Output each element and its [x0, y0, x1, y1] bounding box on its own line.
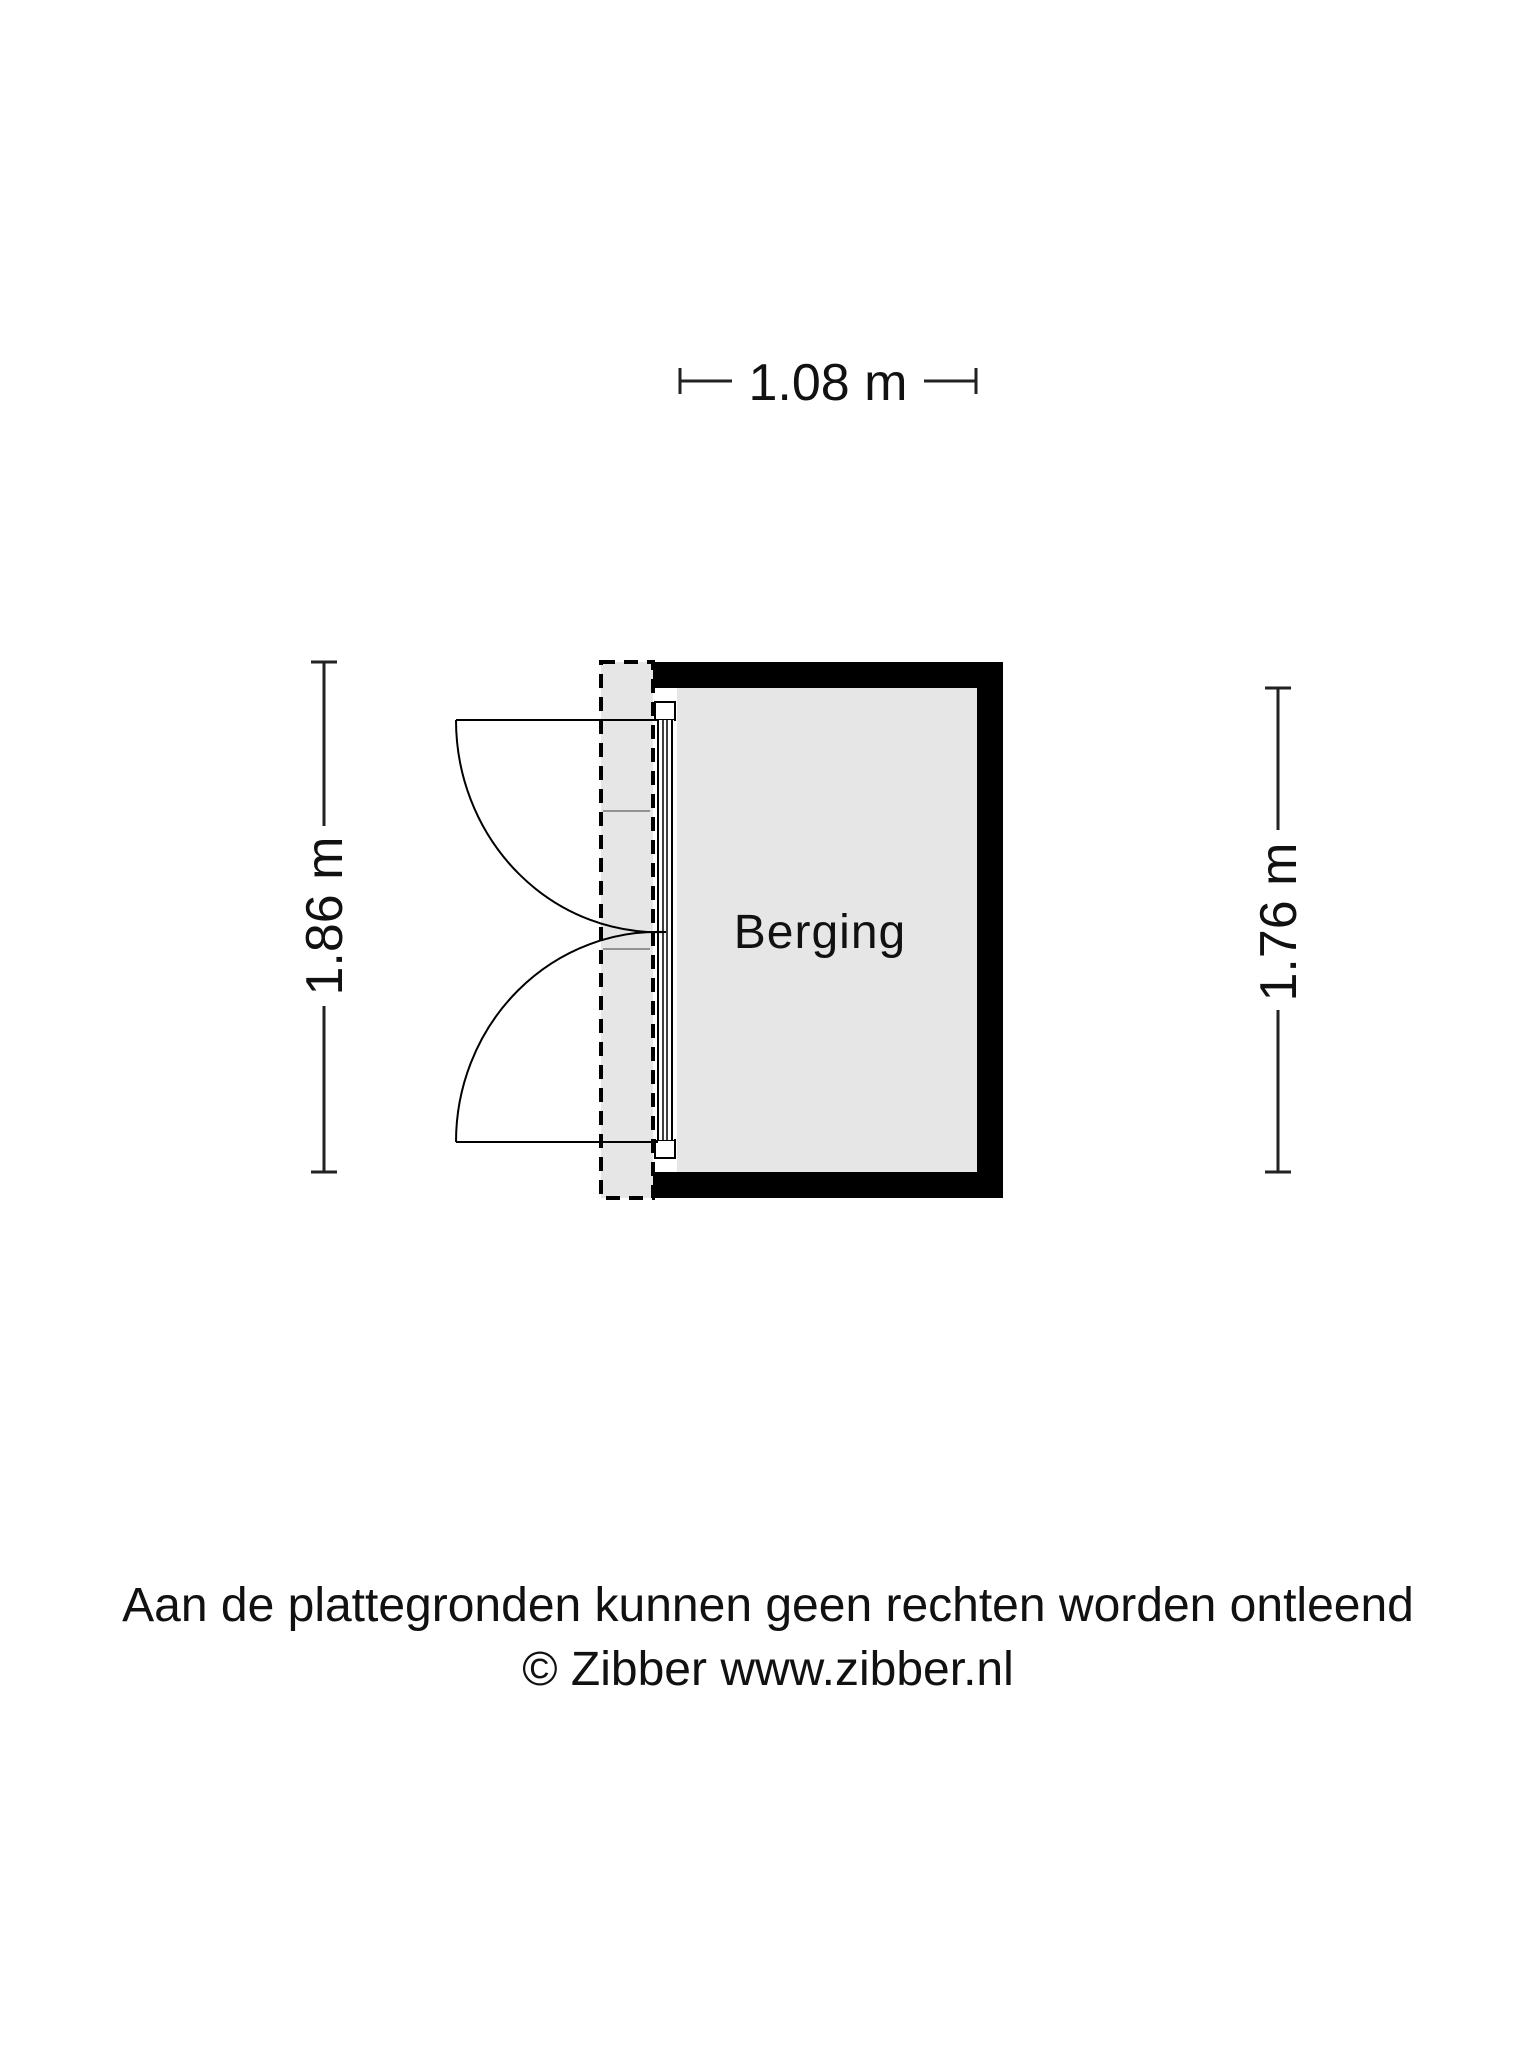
copyright-text: © Zibber www.zibber.nl — [522, 1643, 1014, 1696]
room-floor — [677, 688, 977, 1172]
dimension-height-right-label: 1.76 m — [1250, 843, 1308, 1002]
door-jamb-top — [654, 701, 676, 721]
dimension-width-label: 1.08 m — [749, 354, 908, 412]
dimension-height-left: 1.86 m — [296, 660, 354, 1174]
door-frame — [656, 720, 674, 1140]
door-leaf-upper — [455, 719, 667, 934]
disclaimer-text: Aan de plattegronden kunnen geen rechten… — [122, 1579, 1414, 1632]
door-swing-arc-upper — [455, 719, 667, 934]
door-swing-arc-lower — [455, 930, 667, 1143]
room-label: Berging — [734, 906, 906, 959]
dimension-height-left-label: 1.86 m — [296, 837, 354, 996]
door-leaf-lower — [455, 930, 667, 1143]
dimension-height-right: 1.76 m — [1250, 686, 1308, 1174]
dimension-width-top: 1.08 m — [678, 354, 978, 412]
